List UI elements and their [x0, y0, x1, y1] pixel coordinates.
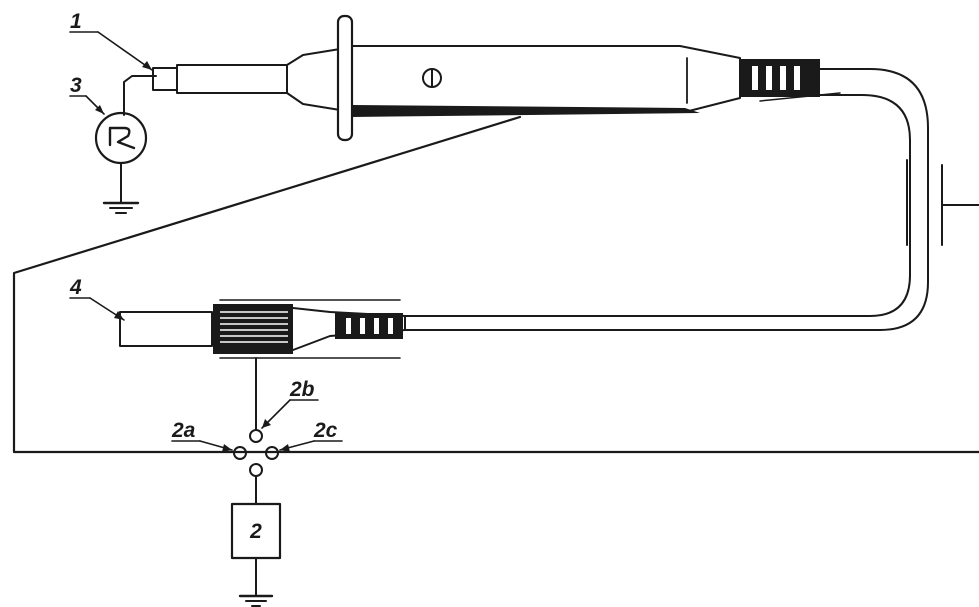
terminal-network: 2	[230, 357, 282, 607]
label-instrument: 2	[249, 520, 262, 543]
label-meter: 3	[70, 74, 82, 97]
label-2a-group: 2a	[171, 419, 233, 452]
label-2c-group: 2c	[279, 419, 343, 452]
label-terminal-c: 2c	[313, 419, 338, 442]
terminal-2c	[265, 446, 279, 460]
cable-clamp-plates	[906, 159, 979, 246]
plug-assembly: 4	[69, 276, 406, 359]
ground-icon-bottom	[238, 594, 274, 607]
wattmeter-icon	[94, 111, 148, 165]
ground-icon	[102, 201, 140, 214]
label-1-group: 1	[69, 10, 153, 71]
terminal-common	[249, 463, 263, 477]
label-2b-group: 2b	[261, 378, 319, 429]
probe-assembly	[152, 14, 841, 142]
meter-group: 3	[69, 74, 157, 214]
terminal-2a	[233, 446, 247, 460]
label-terminal-a: 2a	[171, 419, 196, 442]
enclosure-outline	[12, 115, 979, 454]
label-probe-tip: 1	[70, 10, 82, 33]
label-plug: 4	[69, 276, 82, 299]
label-terminal-b: 2b	[289, 378, 315, 401]
phase-marking-icon	[422, 68, 442, 88]
terminal-2b	[249, 429, 263, 443]
probe-cable	[404, 68, 929, 331]
